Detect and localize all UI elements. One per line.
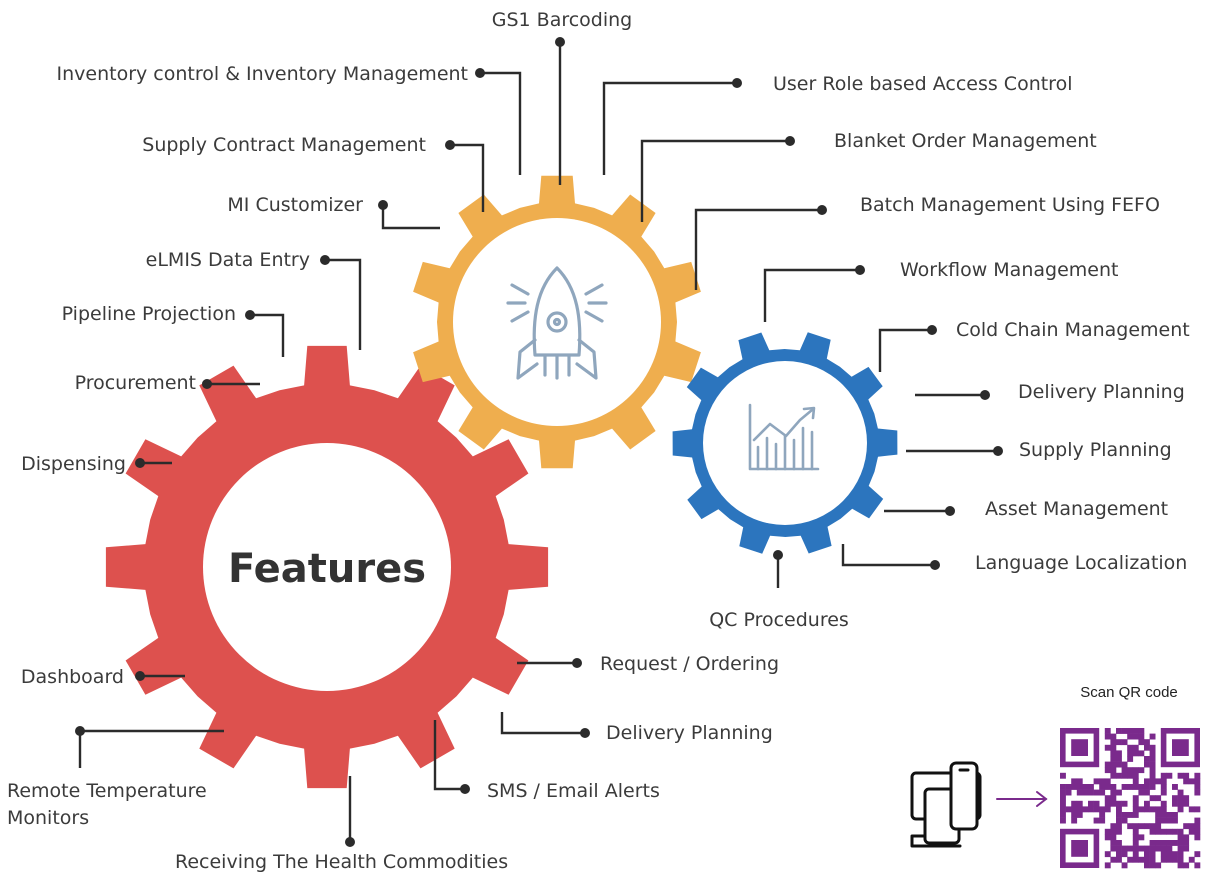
label-inventory-control: Inventory control & Inventory Management <box>57 63 469 85</box>
desktop-mobile-icon <box>910 761 982 848</box>
label-workflow-management: Workflow Management <box>900 259 1118 281</box>
label-supply-planning: Supply Planning <box>1019 439 1172 461</box>
rocket-icon <box>506 266 608 380</box>
label-blanket-order: Blanket Order Management <box>834 130 1097 152</box>
label-remote-temperature: Remote Temperature <box>7 780 207 802</box>
label-qc-procedures: QC Procedures <box>709 609 849 631</box>
label-procurement: Procurement <box>75 372 196 394</box>
growth-chart-icon <box>748 403 820 471</box>
label-pipeline-projection: Pipeline Projection <box>62 303 236 325</box>
connectors <box>78 42 998 842</box>
label-cold-chain: Cold Chain Management <box>956 319 1190 341</box>
label-elmis-data-entry: eLMIS Data Entry <box>146 249 310 271</box>
qr-caption: Scan QR code <box>1080 684 1178 701</box>
qr-section: Scan QR code <box>910 684 1202 870</box>
qr-code-icon <box>1058 726 1202 870</box>
label-gs1-barcoding: GS1 Barcoding <box>492 9 633 31</box>
label-batch-management: Batch Management Using FEFO <box>860 194 1160 216</box>
label-mi-customizer: MI Customizer <box>227 194 363 216</box>
label-dashboard: Dashboard <box>21 666 124 688</box>
red-gear: Features <box>105 345 549 789</box>
center-title: Features <box>228 546 426 592</box>
label-remote-temperature-line2: Monitors <box>7 807 89 829</box>
right-arrow-icon <box>996 791 1048 807</box>
connector-dots <box>75 37 1003 847</box>
label-sms-email-alerts: SMS / Email Alerts <box>487 780 660 802</box>
label-receiving-commodities: Receiving The Health Commodities <box>175 851 508 873</box>
label-dispensing: Dispensing <box>21 453 126 475</box>
feature-labels: GS1 Barcoding Inventory control & Invent… <box>7 9 1190 873</box>
red-gear-hub <box>203 443 451 691</box>
label-delivery-planning-right: Delivery Planning <box>1018 381 1185 403</box>
label-delivery-planning-bottom: Delivery Planning <box>606 722 773 744</box>
label-supply-contract: Supply Contract Management <box>142 134 426 156</box>
label-user-role-access: User Role based Access Control <box>773 73 1072 95</box>
orange-gear <box>413 175 701 469</box>
blue-gear <box>672 332 898 554</box>
label-language-localization: Language Localization <box>975 552 1187 574</box>
label-asset-management: Asset Management <box>985 498 1168 520</box>
label-request-ordering: Request / Ordering <box>600 653 779 675</box>
orange-gear-hub <box>453 218 661 426</box>
